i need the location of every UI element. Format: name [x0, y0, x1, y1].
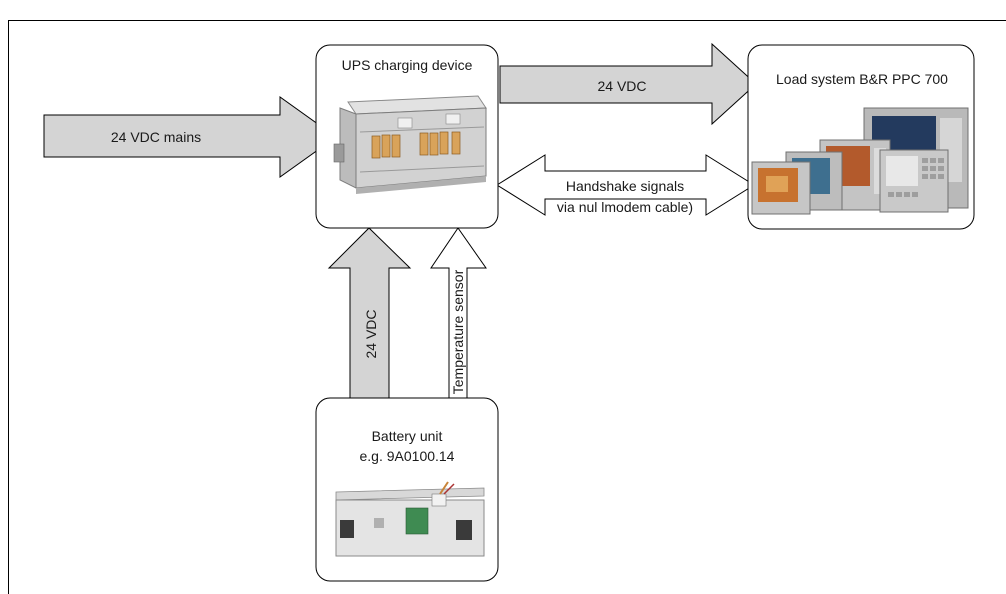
battery-node-label-line1: Battery unit: [372, 428, 443, 444]
battery-node-label-line2: e.g. 9A0100.14: [360, 448, 455, 464]
battery-unit-image: [335, 481, 485, 557]
load-system-node: Load system B&R PPC 700: [747, 44, 975, 230]
mains-arrow-label: 24 VDC mains: [111, 129, 201, 145]
load-system-node-label: Load system B&R PPC 700: [776, 71, 948, 87]
mains-arrow: 24 VDC mains: [43, 96, 337, 178]
battery-power-arrow-label: 24 VDC: [363, 309, 379, 358]
handshake-arrow-label-line2: via nul lmodem cable): [557, 199, 693, 215]
ups-node-label: UPS charging device: [342, 57, 473, 73]
ups-to-load-arrow: 24 VDC: [499, 42, 757, 126]
ups-node: UPS charging device: [315, 44, 499, 229]
ups-device-image: [333, 95, 487, 194]
temperature-sensor-arrow: Temperature sensor: [430, 227, 487, 399]
temperature-sensor-arrow-label: Temperature sensor: [450, 269, 466, 394]
battery-node: Battery unit e.g. 9A0100.14: [315, 397, 499, 582]
ups-to-load-arrow-label: 24 VDC: [597, 78, 646, 94]
handshake-arrow: Handshake signals via nul lmodem cable): [496, 154, 755, 216]
handshake-arrow-label-line1: Handshake signals: [566, 178, 684, 194]
battery-power-arrow: 24 VDC: [327, 227, 412, 399]
ppc700-image: [751, 107, 969, 215]
